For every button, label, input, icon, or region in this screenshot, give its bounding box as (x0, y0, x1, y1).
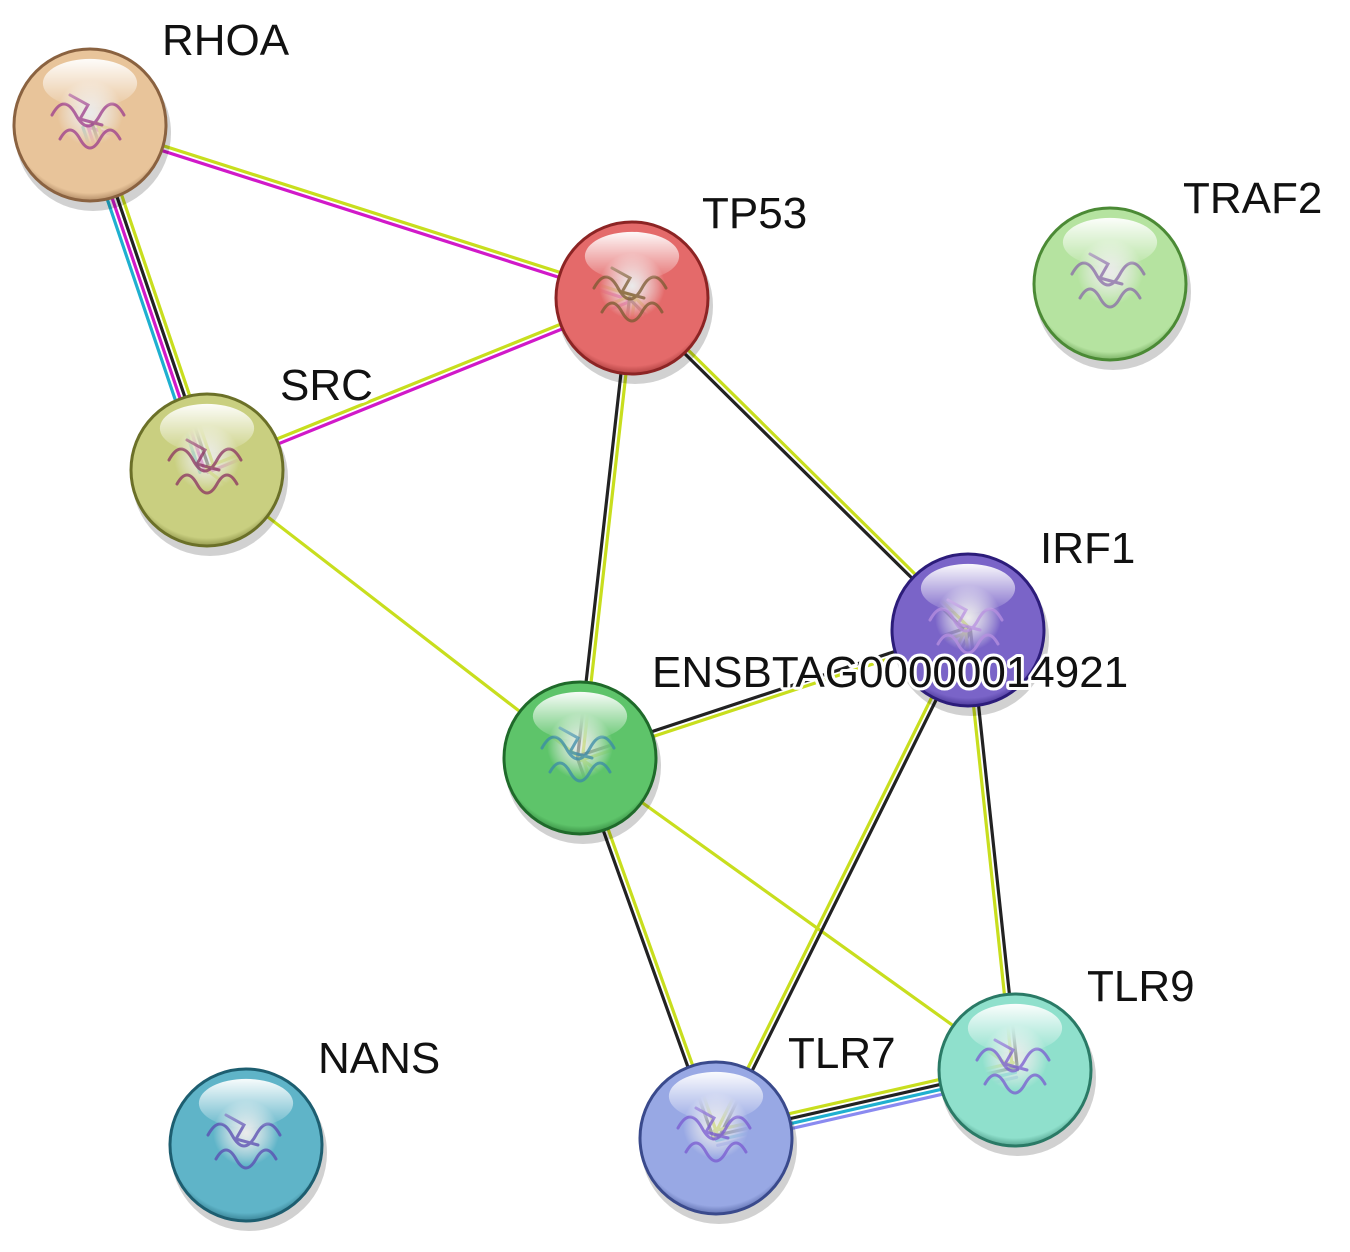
node-nans[interactable] (168, 1067, 327, 1231)
node-label-nans: NANS (318, 1034, 440, 1083)
edge-strand (205, 468, 582, 760)
node-tlr9[interactable] (937, 992, 1096, 1156)
node-highlight (584, 231, 680, 281)
edge-ensbtag-tlr9[interactable] (578, 756, 1017, 1072)
edges-layer (81, 120, 1020, 1147)
node-label-tlr7: TLR7 (788, 1029, 896, 1078)
edge-tp53-irf1[interactable] (628, 294, 972, 634)
edge-strand (632, 294, 972, 630)
node-src[interactable] (129, 392, 288, 556)
node-tlr7[interactable] (638, 1060, 797, 1224)
node-highlight (920, 563, 1016, 613)
node-label-tlr9: TLR9 (1087, 962, 1195, 1011)
node-tp53[interactable] (554, 220, 713, 384)
edge-strand (628, 298, 968, 634)
edge-strand (716, 629, 972, 1141)
node-label-src: SRC (280, 361, 373, 410)
node-traf2[interactable] (1032, 206, 1191, 370)
nodes-layer (12, 47, 1191, 1231)
node-label-traf2: TRAF2 (1183, 174, 1322, 223)
node-highlight (159, 403, 255, 453)
edge-irf1-tlr7[interactable] (712, 627, 972, 1141)
node-irf1[interactable] (890, 552, 1049, 716)
edge-src-ensbtag[interactable] (205, 468, 582, 760)
node-highlight (532, 691, 628, 741)
node-highlight (967, 1003, 1063, 1053)
edge-rhoa-tp53[interactable] (87, 121, 635, 302)
node-highlight (198, 1078, 294, 1128)
node-highlight (1062, 217, 1158, 267)
node-label-ensbtag: ENSBTAG00000014921 (652, 648, 1128, 697)
node-ensbtag[interactable] (502, 680, 661, 844)
node-highlight (42, 58, 138, 108)
node-highlight (668, 1071, 764, 1121)
node-label-irf1: IRF1 (1040, 524, 1135, 573)
edge-strand (87, 125, 633, 302)
node-label-tp53: TP53 (702, 189, 807, 238)
edge-strand (89, 121, 635, 298)
edge-strand (578, 756, 1017, 1072)
node-label-rhoa: RHOA (162, 16, 290, 65)
node-rhoa[interactable] (12, 47, 171, 211)
edge-strand (712, 627, 968, 1139)
